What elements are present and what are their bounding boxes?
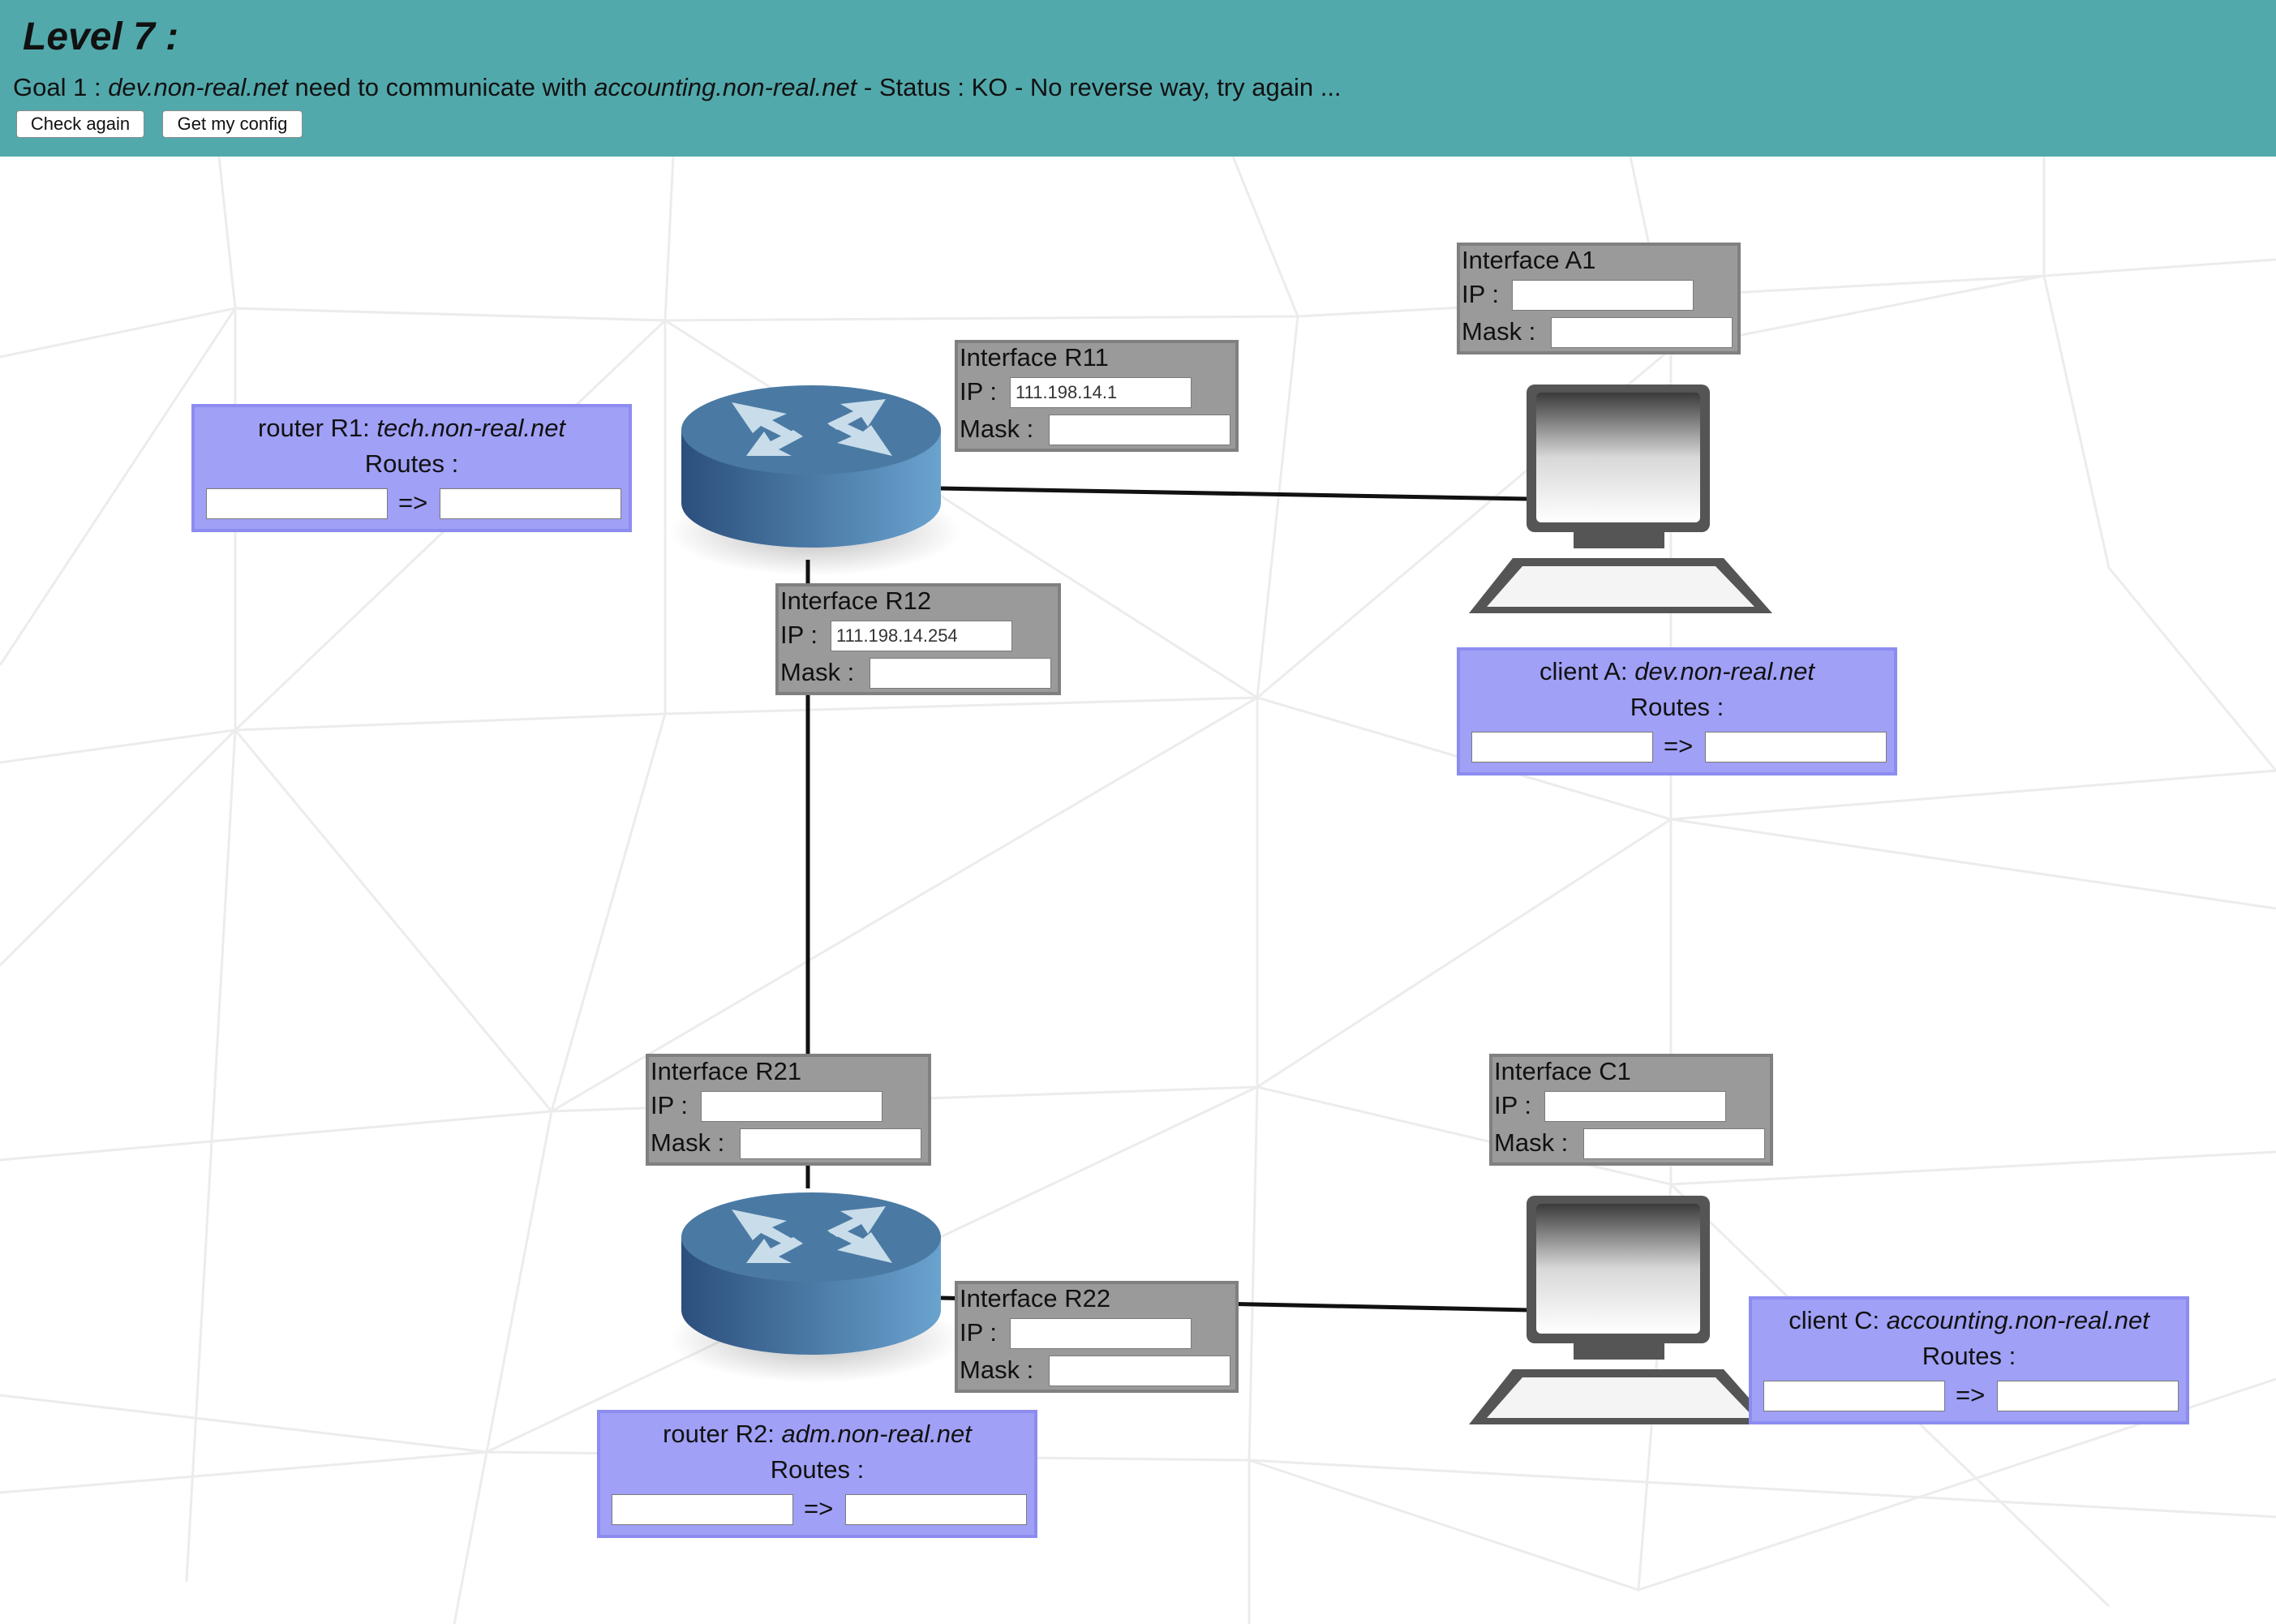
interface-r12-panel: Interface R12 IP : Mask : bbox=[775, 583, 1061, 695]
interface-r21-mask-input[interactable] bbox=[740, 1128, 921, 1159]
router-r2-route-destination-input[interactable] bbox=[612, 1494, 793, 1525]
interface-r11-panel: Interface R11 IP : Mask : bbox=[955, 340, 1239, 452]
client-a-routes-panel: client A: dev.non-real.net Routes : => bbox=[1457, 647, 1897, 775]
interface-title: Interface A1 bbox=[1462, 246, 1596, 274]
client-c-route-destination-input[interactable] bbox=[1763, 1381, 1945, 1411]
mask-label: Mask : bbox=[1462, 317, 1536, 346]
get-config-button[interactable]: Get my config bbox=[162, 110, 303, 138]
node-title: client C: accounting.non-real.net bbox=[1752, 1306, 2186, 1335]
node-label: client C: bbox=[1789, 1306, 1887, 1334]
interface-r21-panel: Interface R21 IP : Mask : bbox=[646, 1054, 931, 1166]
check-again-button[interactable]: Check again bbox=[16, 110, 144, 138]
router-r1-route-destination-input[interactable] bbox=[206, 488, 388, 519]
goal-status-line: Goal 1 : dev.non-real.net need to commun… bbox=[13, 73, 1342, 102]
node-title: client A: dev.non-real.net bbox=[1460, 657, 1894, 686]
router-r2-route-gateway-input[interactable] bbox=[845, 1494, 1027, 1525]
ip-label: IP : bbox=[1462, 280, 1499, 308]
router-icon[interactable] bbox=[665, 365, 973, 592]
mask-label: Mask : bbox=[960, 415, 1034, 443]
node-hostname: dev.non-real.net bbox=[1634, 657, 1814, 685]
node-label: router R1: bbox=[257, 414, 377, 442]
node-title: router R2: adm.non-real.net bbox=[600, 1420, 1034, 1449]
interface-r12-ip-input[interactable] bbox=[831, 621, 1012, 651]
interface-r11-mask-input[interactable] bbox=[1049, 415, 1230, 445]
interface-title: Interface R12 bbox=[780, 586, 932, 615]
node-label: client A: bbox=[1540, 657, 1635, 685]
interface-r11-ip-input[interactable] bbox=[1010, 377, 1192, 408]
node-title: router R1: tech.non-real.net bbox=[195, 414, 629, 443]
node-label: router R2: bbox=[663, 1420, 782, 1448]
client-c-routes-panel: client C: accounting.non-real.net Routes… bbox=[1749, 1296, 2189, 1424]
interface-title: Interface C1 bbox=[1494, 1057, 1631, 1085]
interface-r12-mask-input[interactable] bbox=[870, 658, 1051, 689]
goal-prefix: Goal 1 : bbox=[13, 73, 109, 101]
level-header: Level 7 : Goal 1 : dev.non-real.net need… bbox=[0, 0, 2276, 157]
route-arrow: => bbox=[1664, 732, 1694, 760]
goal-source-host: dev.non-real.net bbox=[108, 73, 288, 101]
mask-label: Mask : bbox=[780, 658, 855, 686]
interface-r21-ip-input[interactable] bbox=[701, 1091, 882, 1122]
routes-label: Routes : bbox=[1922, 1342, 2016, 1370]
router-r1-route-gateway-input[interactable] bbox=[440, 488, 621, 519]
router-icon[interactable] bbox=[665, 1172, 973, 1399]
interface-c1-ip-input[interactable] bbox=[1544, 1091, 1726, 1122]
goal-middle: need to communicate with bbox=[287, 73, 595, 101]
client-a-route-destination-input[interactable] bbox=[1471, 732, 1653, 763]
ip-label: IP : bbox=[1494, 1091, 1531, 1119]
routes-label: Routes : bbox=[364, 449, 459, 478]
node-hostname: tech.non-real.net bbox=[376, 414, 566, 442]
client-a-route-gateway-input[interactable] bbox=[1705, 732, 1887, 763]
interface-title: Interface R21 bbox=[651, 1057, 802, 1085]
interface-r22-mask-input[interactable] bbox=[1049, 1355, 1230, 1386]
mask-label: Mask : bbox=[651, 1128, 725, 1157]
level-title: Level 7 : bbox=[23, 15, 179, 58]
computer-icon[interactable] bbox=[1464, 381, 1784, 621]
interface-a1-panel: Interface A1 IP : Mask : bbox=[1457, 243, 1741, 354]
interface-r22-panel: Interface R22 IP : Mask : bbox=[955, 1281, 1239, 1393]
mask-label: Mask : bbox=[960, 1355, 1034, 1384]
route-arrow: => bbox=[1956, 1381, 1986, 1409]
route-arrow: => bbox=[398, 488, 428, 517]
link-r1-a bbox=[938, 486, 1530, 501]
interface-c1-panel: Interface C1 IP : Mask : bbox=[1489, 1054, 1773, 1166]
interface-r22-ip-input[interactable] bbox=[1010, 1318, 1192, 1349]
goal-status: - Status : KO - No reverse way, try agai… bbox=[857, 73, 1342, 101]
interface-c1-mask-input[interactable] bbox=[1583, 1128, 1765, 1159]
goal-target-host: accounting.non-real.net bbox=[594, 73, 857, 101]
ip-label: IP : bbox=[960, 1318, 997, 1347]
client-c-route-gateway-input[interactable] bbox=[1997, 1381, 2179, 1411]
node-hostname: adm.non-real.net bbox=[781, 1420, 972, 1448]
routes-label: Routes : bbox=[1630, 693, 1724, 721]
ip-label: IP : bbox=[960, 377, 997, 406]
computer-icon[interactable] bbox=[1464, 1192, 1784, 1432]
router-r2-routes-panel: router R2: adm.non-real.net Routes : => bbox=[597, 1410, 1037, 1538]
mask-label: Mask : bbox=[1494, 1128, 1569, 1157]
interface-title: Interface R11 bbox=[960, 343, 1109, 372]
router-r1-routes-panel: router R1: tech.non-real.net Routes : => bbox=[191, 404, 632, 532]
node-hostname: accounting.non-real.net bbox=[1886, 1306, 2149, 1334]
interface-a1-mask-input[interactable] bbox=[1551, 317, 1733, 348]
routes-label: Routes : bbox=[770, 1455, 865, 1484]
route-arrow: => bbox=[804, 1494, 834, 1523]
ip-label: IP : bbox=[651, 1091, 688, 1119]
interface-title: Interface R22 bbox=[960, 1284, 1111, 1313]
ip-label: IP : bbox=[780, 621, 818, 649]
interface-a1-ip-input[interactable] bbox=[1512, 280, 1694, 311]
